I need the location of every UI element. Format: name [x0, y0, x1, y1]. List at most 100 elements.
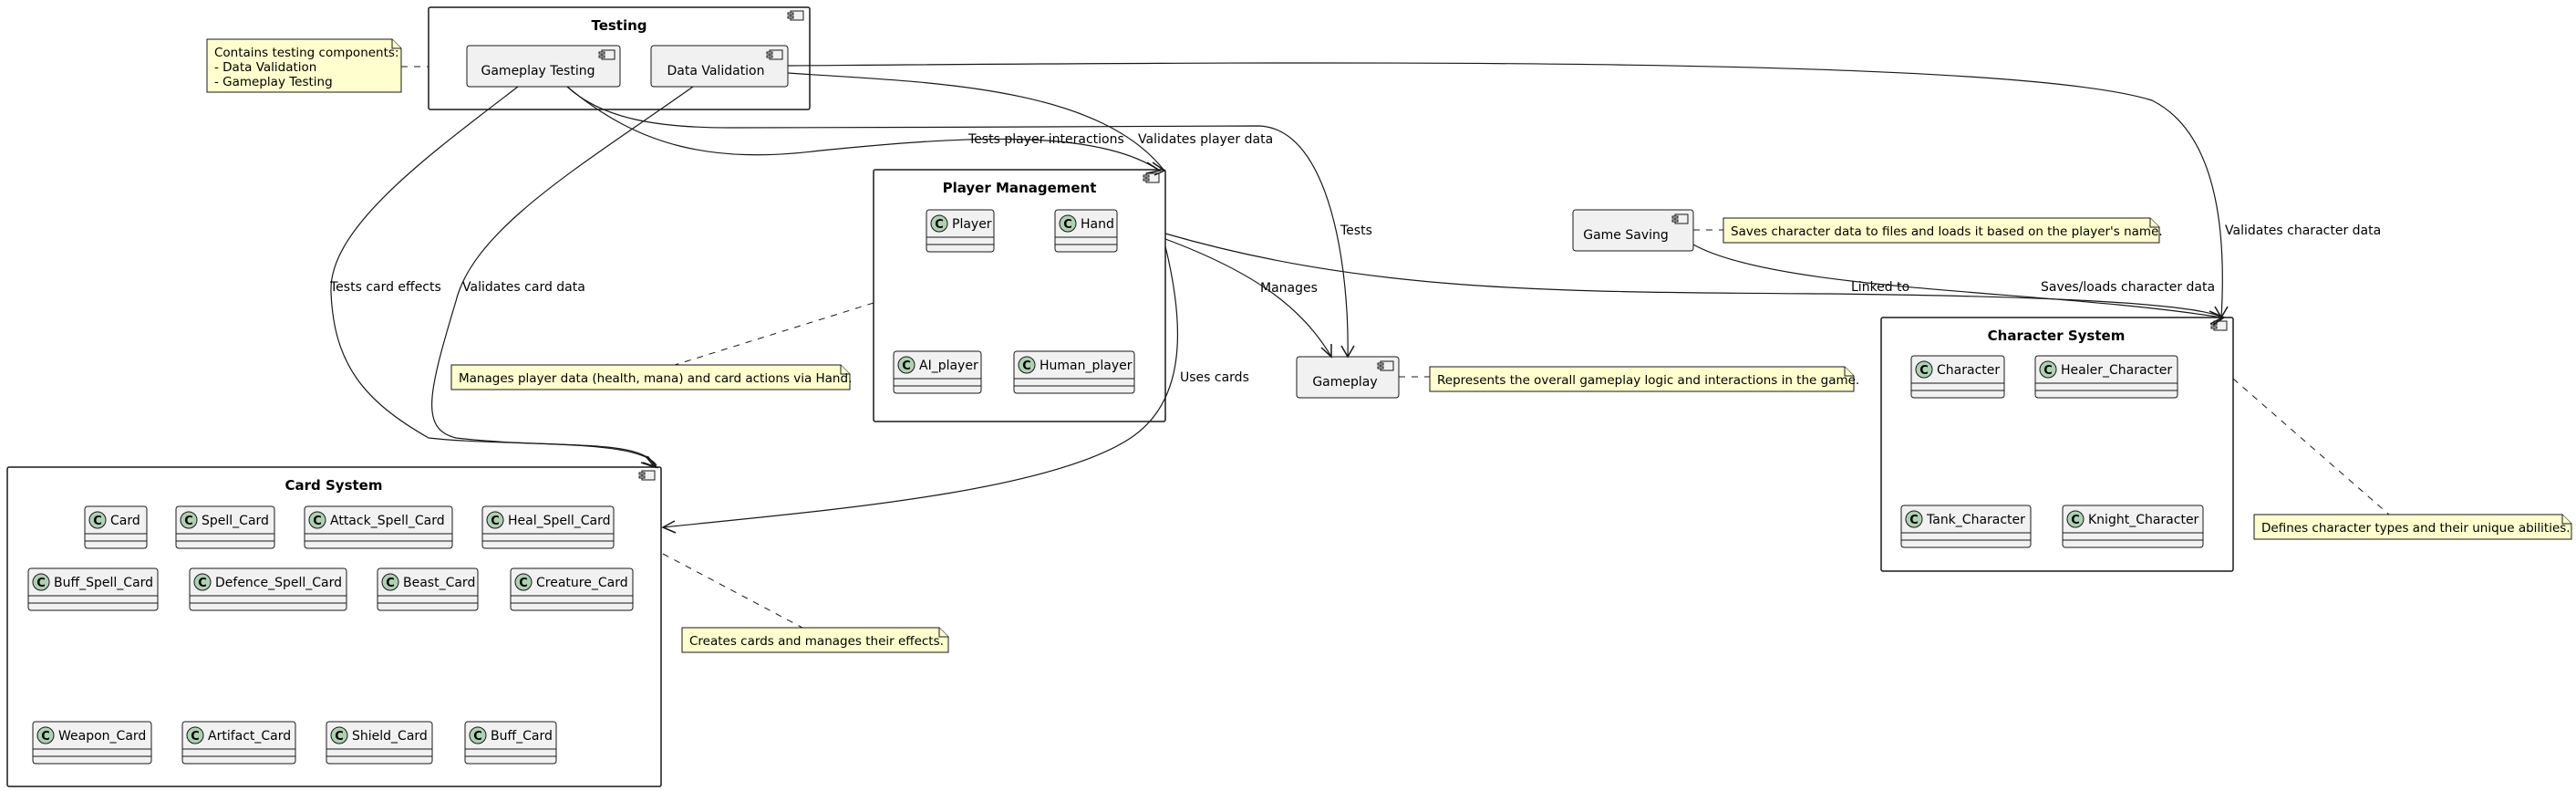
- note-connector: [2232, 378, 2390, 515]
- note-line: Represents the overall gameplay logic an…: [1437, 373, 1859, 388]
- package-character-system: Character System C Character C Healer_Ch…: [1880, 317, 2234, 572]
- svg-text:C: C: [902, 359, 911, 373]
- edge-label: Linked to: [1851, 280, 1909, 295]
- component-label: Game Saving: [1583, 228, 1669, 243]
- svg-text:C: C: [313, 515, 322, 528]
- class-ai-player[interactable]: C AI_player: [893, 350, 982, 394]
- edge-label: Tests card effects: [329, 280, 441, 295]
- class-name: Player: [952, 217, 992, 232]
- svg-text:C: C: [386, 577, 395, 590]
- class-heal-spell-card[interactable]: C Heal_Spell_Card: [481, 505, 615, 549]
- component-icon: [766, 49, 783, 60]
- class-weapon-card[interactable]: C Weapon_Card: [32, 721, 152, 765]
- svg-text:C: C: [1909, 514, 1919, 527]
- class-spell-card[interactable]: C Spell_Card: [175, 505, 275, 549]
- edge-label: Manages: [1260, 281, 1318, 296]
- edge-label: Validates character data: [2225, 224, 2381, 238]
- class-name: Defence_Spell_Card: [215, 576, 342, 590]
- svg-text:C: C: [2071, 514, 2080, 527]
- class-attack-spell-card[interactable]: C Attack_Spell_Card: [304, 505, 453, 549]
- edge-label: Saves/loads character data: [2041, 280, 2215, 295]
- edge-tests-card-effects: Tests card effects: [329, 86, 659, 469]
- class-creature-card[interactable]: C Creature_Card: [510, 567, 634, 611]
- edge-saves-loads: Saves/loads character data: [1692, 244, 2224, 325]
- class-buff-spell-card[interactable]: C Buff_Spell_Card: [27, 567, 159, 611]
- edge-label: Uses cards: [1180, 370, 1249, 385]
- component-gameplay[interactable]: Gameplay: [1296, 356, 1400, 399]
- svg-text:C: C: [473, 730, 482, 744]
- svg-text:C: C: [1022, 359, 1031, 373]
- class-name: Heal_Spell_Card: [508, 514, 611, 528]
- class-human-player[interactable]: C Human_player: [1013, 350, 1135, 394]
- class-name: AI_player: [919, 359, 978, 373]
- class-knight-character[interactable]: C Knight_Character: [2062, 505, 2204, 548]
- component-icon: [598, 49, 616, 60]
- component-data-validation[interactable]: Data Validation: [650, 45, 789, 88]
- note-connector: [662, 553, 803, 629]
- note-connector: [674, 302, 874, 366]
- svg-text:C: C: [184, 515, 193, 528]
- svg-text:C: C: [1919, 364, 1929, 378]
- note-testing: Contains testing components: - Data Vali…: [206, 38, 402, 93]
- class-player[interactable]: C Player: [926, 209, 995, 253]
- svg-text:C: C: [935, 218, 944, 232]
- class-name: Buff_Spell_Card: [54, 576, 153, 590]
- svg-text:C: C: [2043, 364, 2053, 378]
- class-name: Healer_Character: [2061, 363, 2172, 378]
- component-icon: [638, 470, 656, 481]
- class-artifact-card[interactable]: C Artifact_Card: [181, 721, 296, 765]
- edge-tests-player-interactions: Tests player interactions: [566, 86, 1162, 174]
- svg-text:C: C: [36, 577, 46, 590]
- class-name: Knight_Character: [2088, 513, 2199, 527]
- class-card[interactable]: C Card: [84, 505, 148, 549]
- class-name: Tank_Character: [1926, 513, 2025, 527]
- note-line: Defines character types and their unique…: [2261, 521, 2571, 536]
- edge-label: Tests player interactions: [967, 132, 1124, 147]
- class-name: Shield_Card: [352, 729, 428, 744]
- class-character[interactable]: C Character: [1910, 355, 2005, 399]
- svg-text:C: C: [335, 730, 344, 744]
- svg-text:C: C: [198, 577, 207, 590]
- note-game-saving: Saves character data to files and loads …: [1723, 217, 2163, 244]
- component-gameplay-testing[interactable]: Gameplay Testing: [466, 45, 621, 88]
- class-name: Attack_Spell_Card: [330, 514, 445, 528]
- class-name: Hand: [1081, 217, 1114, 232]
- class-name: Creature_Card: [536, 576, 628, 590]
- edge-validates-card-data: Validates card data: [431, 86, 694, 469]
- edge-label: Validates player data: [1138, 132, 1273, 147]
- class-name: Character: [1937, 363, 2000, 378]
- component-icon: [1671, 213, 1689, 224]
- note-line: - Data Validation: [214, 60, 316, 75]
- component-label: Data Validation: [667, 64, 764, 78]
- class-name: Card: [110, 514, 140, 528]
- svg-text:C: C: [41, 730, 50, 744]
- class-tank-character[interactable]: C Tank_Character: [1900, 505, 2032, 548]
- package-title-player-management: Player Management: [943, 180, 1097, 196]
- component-label: Gameplay Testing: [481, 64, 595, 78]
- package-title-character-system: Character System: [1988, 328, 2126, 344]
- note-line: Contains testing components:: [214, 46, 399, 60]
- class-beast-card[interactable]: C Beast_Card: [377, 567, 479, 611]
- class-name: Weapon_Card: [58, 729, 146, 744]
- edge-label: Tests: [1340, 224, 1372, 238]
- class-hand[interactable]: C Hand: [1054, 209, 1118, 253]
- class-healer-character[interactable]: C Healer_Character: [2034, 355, 2178, 399]
- component-game-saving[interactable]: Game Saving: [1572, 209, 1694, 252]
- edge-label: Validates card data: [462, 280, 585, 295]
- component-icon: [1377, 360, 1394, 371]
- package-testing: Testing Gameplay Testing Data Validation: [428, 6, 811, 110]
- class-defence-spell-card[interactable]: C Defence_Spell_Card: [189, 567, 347, 611]
- note-line: - Gameplay Testing: [214, 75, 333, 89]
- class-name: Human_player: [1040, 359, 1133, 373]
- note-character-system: Defines character types and their unique…: [2253, 514, 2572, 540]
- class-shield-card[interactable]: C Shield_Card: [326, 721, 433, 765]
- package-card-system: Card System C Card C Spell_Card C Attack…: [6, 466, 662, 787]
- svg-text:C: C: [191, 730, 200, 744]
- edge-manages: Manages: [1164, 238, 1332, 359]
- class-name: Spell_Card: [202, 514, 269, 528]
- svg-text:C: C: [491, 515, 500, 528]
- class-name: Buff_Card: [491, 729, 553, 744]
- svg-text:C: C: [519, 577, 528, 590]
- class-buff-card[interactable]: C Buff_Card: [464, 721, 557, 765]
